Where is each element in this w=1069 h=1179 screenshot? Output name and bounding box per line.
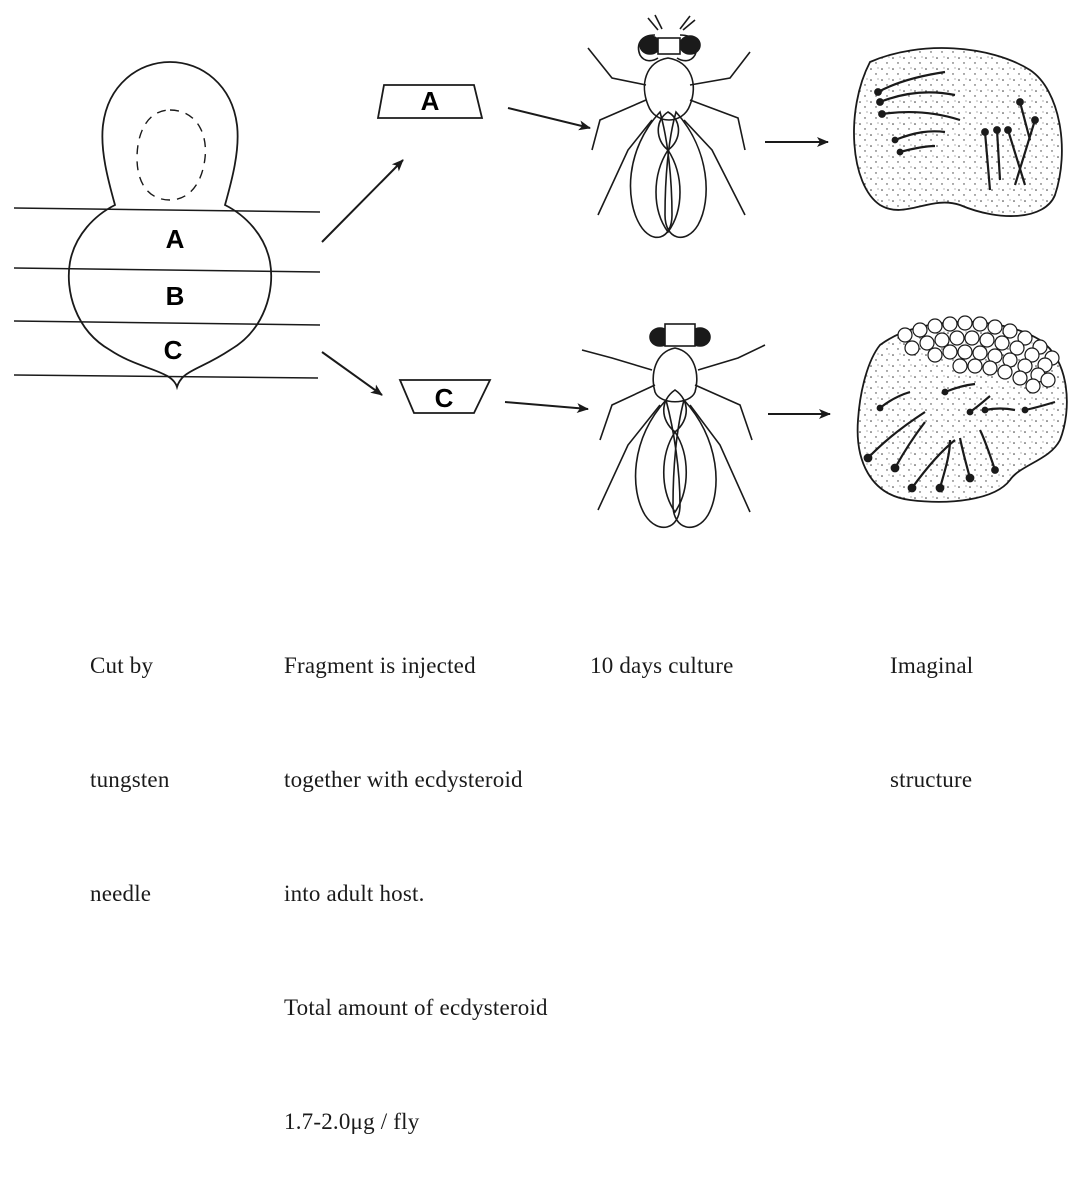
fragment-a-label: A	[421, 86, 440, 116]
host-fly-bottom	[582, 324, 765, 527]
caption-cut-line: Cut by	[90, 647, 170, 685]
fragment-c-label: C	[435, 383, 454, 413]
caption-inject-line: 1.7-2.0μg / fly	[284, 1103, 548, 1141]
caption-inject-line: into adult host.	[284, 875, 548, 913]
segment-label-c: C	[164, 335, 183, 365]
caption-result-line: Imaginal	[890, 647, 973, 685]
segment-label-b: B	[166, 281, 185, 311]
caption-culture: 10 days culture	[590, 571, 734, 723]
caption-inject-line: Fragment is injected	[284, 647, 548, 685]
caption-cut-line: needle	[90, 875, 170, 913]
caption-inject: Fragment is injected together with ecdys…	[284, 571, 548, 1179]
caption-inject-line: Total amount of ecdysteroid	[284, 989, 548, 1027]
caption-result-line: structure	[890, 761, 973, 799]
caption-result: Imaginal structure	[890, 571, 973, 837]
disc-inner-ring	[137, 110, 205, 200]
caption-cut: Cut by tungsten needle	[90, 571, 170, 951]
arrow-to-fragment-c	[322, 352, 382, 395]
arrow-fragment-a-to-fly	[508, 108, 590, 128]
arrow-fragment-c-to-fly	[505, 402, 588, 409]
imaginal-structure-top	[854, 48, 1062, 216]
caption-cut-line: tungsten	[90, 761, 170, 799]
imaginal-structure-bottom	[858, 316, 1067, 502]
segment-label-a: A	[166, 224, 185, 254]
cut-line-1	[14, 208, 320, 212]
arrow-to-fragment-a	[322, 160, 403, 242]
caption-inject-line: together with ecdysteroid	[284, 761, 548, 799]
host-fly-top	[588, 15, 750, 237]
caption-culture-line: 10 days culture	[590, 647, 734, 685]
cut-line-2	[14, 268, 320, 272]
cut-line-3	[14, 321, 320, 325]
